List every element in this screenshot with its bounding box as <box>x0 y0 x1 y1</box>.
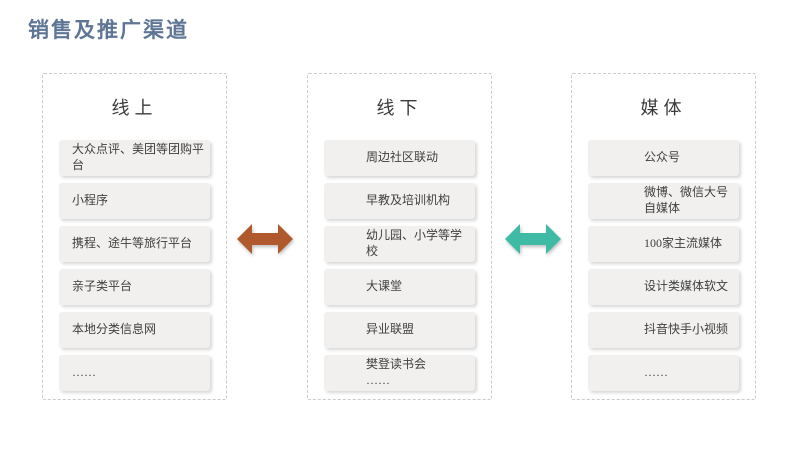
list-item: 设计类媒体软文 <box>588 269 739 305</box>
offline-media-double-arrow-icon <box>505 224 561 254</box>
column-header-media: 媒体 <box>640 98 687 118</box>
online-offline-double-arrow-icon <box>237 224 293 254</box>
list-item-label: 抖音快手小视频 <box>644 322 729 337</box>
list-item-label: 设计类媒体软文 <box>644 279 729 294</box>
list-item-label: 樊登读书会 …… <box>366 357 427 387</box>
media-item-list: 公众号 微博、微信大号自媒体 100家主流媒体 设计类媒体软文 抖音快手小视频 … <box>572 140 755 398</box>
list-item: 微博、微信大号自媒体 <box>588 183 739 219</box>
list-item: 本地分类信息网 <box>59 312 210 348</box>
list-item-label: 幼儿园、小学等学校 <box>366 228 463 258</box>
list-item-label: 异业联盟 <box>366 322 415 337</box>
list-item-label: 小程序 <box>72 193 109 208</box>
list-item-label: 公众号 <box>644 150 681 165</box>
list-item-label: 大众点评、美团等团购平台 <box>72 142 205 172</box>
list-item-label: 微博、微信大号自媒体 <box>644 185 729 215</box>
list-item-label: 早教及培训机构 <box>366 193 451 208</box>
list-item: …… <box>59 355 210 391</box>
list-item-label: 大课堂 <box>366 279 403 294</box>
list-item: 异业联盟 <box>324 312 475 348</box>
list-item-label: 本地分类信息网 <box>72 322 157 337</box>
list-item: 携程、途牛等旅行平台 <box>59 226 210 262</box>
list-item-label: 携程、途牛等旅行平台 <box>72 236 193 251</box>
column-header-offline: 线下 <box>376 98 423 118</box>
list-item: 抖音快手小视频 <box>588 312 739 348</box>
panel-online: 线上 大众点评、美团等团购平台 小程序 携程、途牛等旅行平台 亲子类平台 本地分… <box>42 73 227 400</box>
page-title: 销售及推广渠道 <box>28 18 189 42</box>
list-item: 亲子类平台 <box>59 269 210 305</box>
list-item: 小程序 <box>59 183 210 219</box>
list-item-label: 周边社区联动 <box>366 150 439 165</box>
list-item: …… <box>588 355 739 391</box>
list-item-label: 亲子类平台 <box>72 279 133 294</box>
panel-media: 媒体 公众号 微博、微信大号自媒体 100家主流媒体 设计类媒体软文 抖音快手小… <box>571 73 756 400</box>
list-item: 大课堂 <box>324 269 475 305</box>
list-item: 樊登读书会 …… <box>324 355 475 391</box>
column-header-online: 线上 <box>111 98 158 118</box>
list-item-label: …… <box>72 365 96 380</box>
list-item: 周边社区联动 <box>324 140 475 176</box>
online-item-list: 大众点评、美团等团购平台 小程序 携程、途牛等旅行平台 亲子类平台 本地分类信息… <box>43 140 226 398</box>
list-item: 幼儿园、小学等学校 <box>324 226 475 262</box>
list-item: 公众号 <box>588 140 739 176</box>
list-item: 大众点评、美团等团购平台 <box>59 140 210 176</box>
offline-item-list: 周边社区联动 早教及培训机构 幼儿园、小学等学校 大课堂 异业联盟 樊登读书会 … <box>308 140 491 398</box>
panel-offline: 线下 周边社区联动 早教及培训机构 幼儿园、小学等学校 大课堂 异业联盟 樊登读… <box>307 73 492 400</box>
list-item: 100家主流媒体 <box>588 226 739 262</box>
list-item-label: 100家主流媒体 <box>644 236 723 251</box>
list-item-label: …… <box>644 365 668 380</box>
double-arrow-shape <box>505 224 561 254</box>
double-arrow-shape <box>237 224 293 254</box>
list-item: 早教及培训机构 <box>324 183 475 219</box>
